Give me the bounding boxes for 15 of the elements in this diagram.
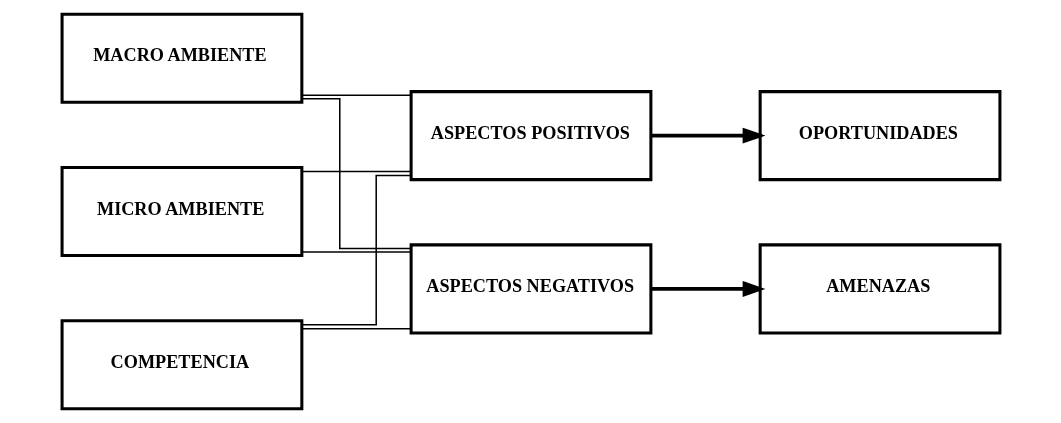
node-box: COMPETENCIA bbox=[60, 319, 303, 411]
node-box: ASPECTOS POSITIVOS bbox=[409, 90, 652, 182]
arrow bbox=[650, 280, 765, 297]
node-box: OPORTUNIDADES bbox=[758, 90, 1001, 182]
node-box: AMENAZAS bbox=[758, 243, 1001, 335]
connector bbox=[300, 328, 411, 330]
connector bbox=[300, 97, 412, 250]
connector bbox=[300, 94, 411, 96]
node-box: MICRO AMBIENTE bbox=[60, 165, 303, 258]
connector bbox=[300, 174, 412, 326]
arrow bbox=[650, 127, 765, 144]
node-box: ASPECTOS NEGATIVOS bbox=[409, 243, 652, 335]
connector bbox=[300, 170, 411, 173]
connector bbox=[300, 251, 411, 253]
node-box: MACRO AMBIENTE bbox=[60, 12, 303, 104]
